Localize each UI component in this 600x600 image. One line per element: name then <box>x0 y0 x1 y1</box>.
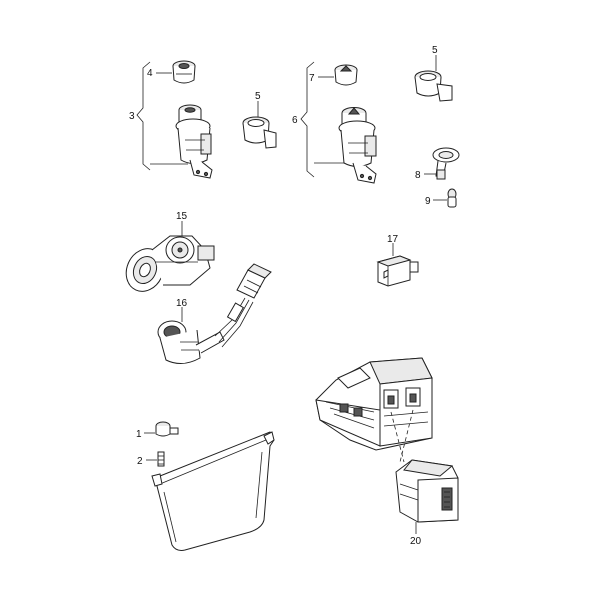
callout-15: 15 <box>176 211 188 222</box>
part-5-socket-sleeve-right <box>414 70 453 102</box>
switch-panel-housing <box>315 357 433 451</box>
part-9-bulb <box>447 188 457 208</box>
storage-tray-panel <box>151 431 275 551</box>
callout-9: 9 <box>425 196 431 207</box>
part-4-lighter-knob <box>172 60 196 84</box>
callout-2: 2 <box>137 456 143 467</box>
part-2-screw <box>157 451 165 467</box>
callout-17: 17 <box>387 234 399 245</box>
callout-5-left: 5 <box>255 91 261 102</box>
lighter-assembly-group-3 <box>136 60 213 179</box>
lighter-assembly-group-6 <box>300 61 377 184</box>
part-17-switch <box>376 255 419 287</box>
callout-16: 16 <box>176 298 188 309</box>
part-5-socket-sleeve-left <box>242 116 277 149</box>
callout-3: 3 <box>129 111 135 122</box>
callout-7: 7 <box>309 73 315 84</box>
callout-8: 8 <box>415 170 421 181</box>
lighter-socket-body <box>175 104 213 179</box>
callout-6: 6 <box>292 115 298 126</box>
part-8-illumination-ring <box>432 147 460 180</box>
callout-5-right: 5 <box>432 45 438 56</box>
callout-1: 1 <box>136 429 142 440</box>
part-20-switch-button <box>395 459 459 523</box>
part-7-lighter-knob <box>334 64 358 86</box>
callout-20: 20 <box>410 536 422 547</box>
part-1-clip <box>155 421 179 437</box>
part-15-power-socket <box>125 235 215 292</box>
part-16-socket-with-cable <box>157 263 272 364</box>
lighter-socket-body-2 <box>338 107 377 184</box>
callout-4: 4 <box>147 68 153 79</box>
cable-connector <box>236 263 272 299</box>
